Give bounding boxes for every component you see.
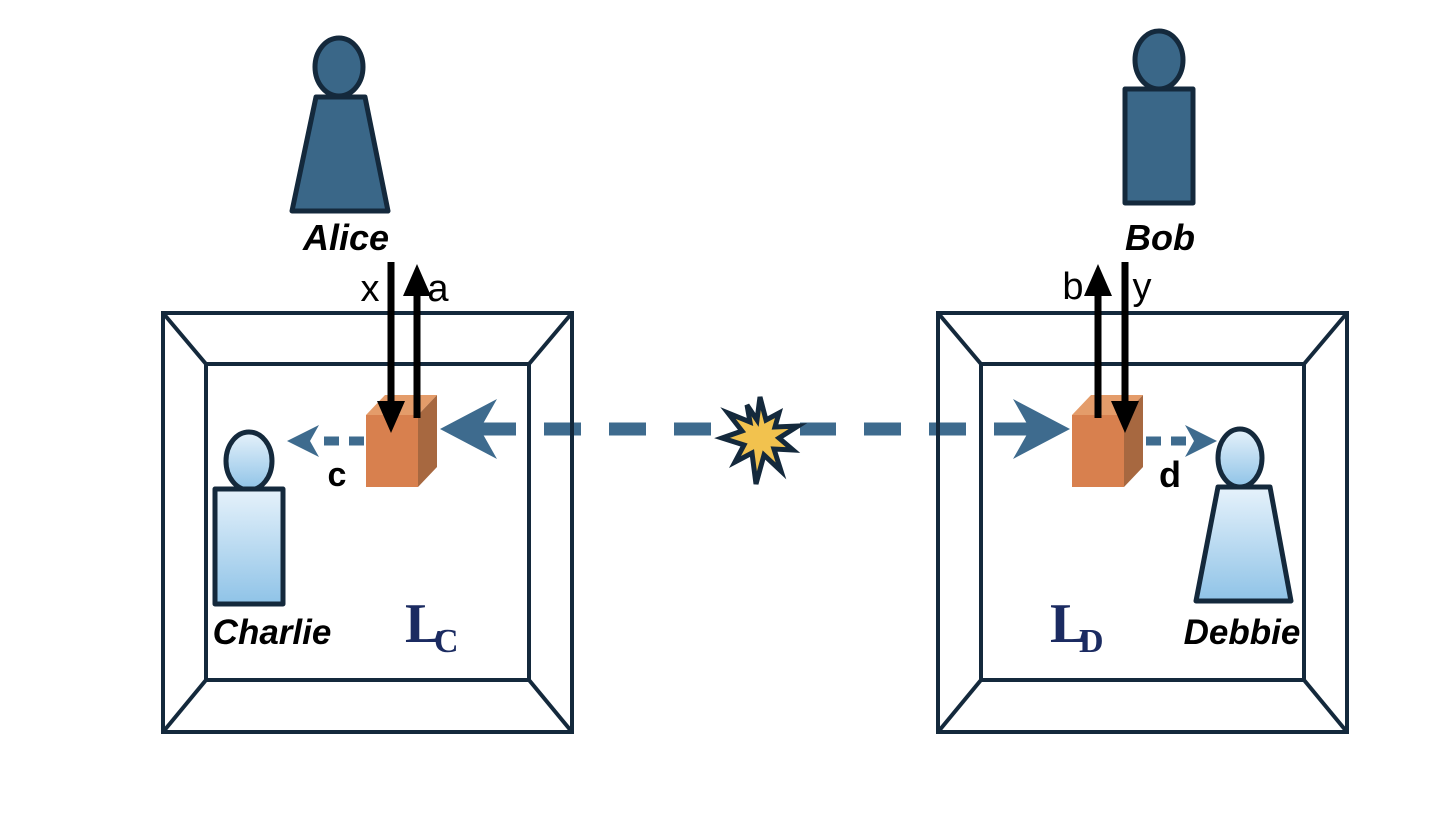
lab-right-main-letter: L: [1050, 593, 1087, 655]
alice-input-arrowhead-icon: [377, 401, 405, 433]
cube-front-face: [1072, 415, 1124, 487]
bob-output-arrowhead-icon: [1084, 264, 1112, 296]
outcome-d-arrowhead-icon: [1185, 425, 1217, 457]
outcome-arrow-d: [1146, 425, 1217, 457]
charlie-figure-icon: [212, 429, 286, 607]
alice-body: [289, 94, 391, 214]
charlie-head: [223, 429, 275, 493]
alice-output-arrow-shaft: [413, 292, 421, 418]
charlie-label: Charlie: [213, 613, 332, 652]
bob-body: [1122, 86, 1196, 206]
cube-side-face: [418, 395, 437, 487]
lab-left-corner-line: [527, 678, 574, 734]
alice-figure-icon: [289, 35, 391, 214]
lab-left-inner-wall: [204, 362, 531, 682]
wire-label-b: b: [1062, 266, 1083, 308]
lab-left-main-letter: L: [405, 593, 442, 655]
bob-figure-icon: [1122, 28, 1196, 206]
lab-label-left: L C: [405, 593, 459, 660]
wire-label-x: x: [361, 268, 380, 310]
lab-left-subscript: C: [434, 623, 459, 660]
lab-left-corner-line: [527, 311, 574, 366]
bob-output-arrow-shaft: [1094, 292, 1102, 418]
wire-label-y: y: [1133, 266, 1152, 308]
lab-box-left: [161, 311, 574, 734]
alice-wires: [377, 262, 431, 433]
beam-arrowhead-right-icon: [1013, 399, 1070, 459]
alice-head: [312, 35, 366, 99]
entanglement-beam: [440, 399, 1070, 459]
lab-left-corner-line: [161, 678, 208, 734]
lab-right-corner-line: [1302, 678, 1349, 734]
lab-left-outer-wall: [161, 311, 574, 734]
outcome-arrow-c: [287, 425, 364, 457]
beam-arrowhead-left-icon: [440, 399, 497, 459]
bob-head: [1132, 28, 1186, 92]
charlie-body: [212, 486, 286, 607]
alice-output-arrowhead-icon: [403, 264, 431, 296]
alice-input-arrow-shaft: [387, 262, 395, 405]
bob-input-arrow-shaft: [1121, 262, 1129, 405]
wire-label-c: c: [328, 456, 347, 494]
bob-label: Bob: [1125, 217, 1195, 258]
outcome-c-arrowhead-icon: [287, 425, 319, 457]
debbie-head: [1215, 426, 1265, 490]
wire-label-d: d: [1159, 454, 1181, 495]
lab-right-corner-line: [936, 678, 983, 734]
lab-box-right: [936, 311, 1349, 734]
debbie-body: [1193, 484, 1294, 604]
alice-label: Alice: [302, 217, 389, 258]
debbie-figure-icon: [1193, 426, 1294, 604]
bob-input-arrowhead-icon: [1111, 401, 1139, 433]
lab-right-inner-wall: [979, 362, 1306, 682]
wire-label-a: a: [427, 268, 449, 310]
bob-wires: [1084, 262, 1139, 433]
lab-right-corner-line: [936, 311, 983, 366]
lab-right-corner-line: [1302, 311, 1349, 366]
source-starburst-icon: [714, 396, 808, 485]
lab-right-subscript: D: [1079, 623, 1104, 660]
lab-label-right: L D: [1050, 593, 1104, 660]
lab-right-outer-wall: [936, 311, 1349, 734]
debbie-label: Debbie: [1184, 613, 1301, 652]
lab-left-corner-line: [161, 311, 208, 366]
